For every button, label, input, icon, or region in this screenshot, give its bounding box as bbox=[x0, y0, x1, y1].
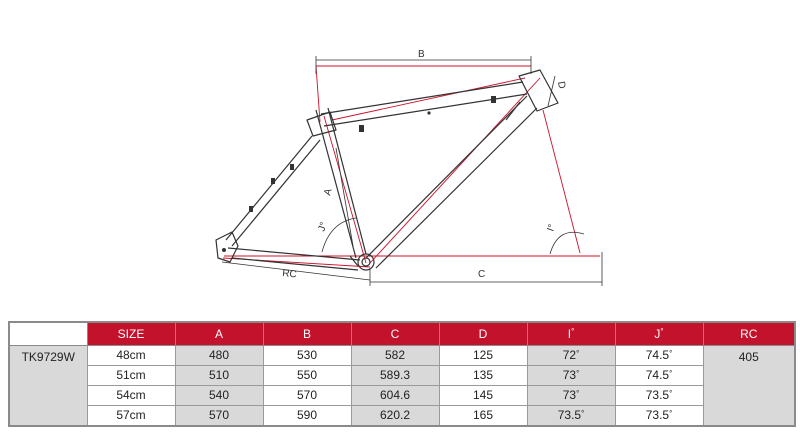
cell-size: 48cm bbox=[86, 345, 176, 366]
bike-frame bbox=[215, 69, 559, 271]
model-cell: TK9729W bbox=[8, 345, 88, 427]
cell-i: 73° bbox=[526, 365, 616, 386]
label-a: A bbox=[322, 187, 334, 197]
cell-d: 145 bbox=[438, 385, 528, 406]
label-i: I° bbox=[545, 223, 558, 233]
header-b: B bbox=[262, 321, 352, 346]
cell-i: 73° bbox=[526, 385, 616, 406]
label-d: D bbox=[555, 81, 567, 90]
label-j: J° bbox=[316, 221, 329, 233]
cell-d: 165 bbox=[438, 405, 528, 427]
cell-a: 510 bbox=[174, 365, 264, 386]
cell-j: 73.5° bbox=[614, 385, 704, 406]
cell-d: 125 bbox=[438, 345, 528, 366]
cell-b: 590 bbox=[262, 405, 352, 427]
table-row: TK9729W 48cm 480 530 582 125 72° 74.5° 4… bbox=[8, 345, 796, 427]
cell-size: 54cm bbox=[86, 385, 176, 406]
label-c: C bbox=[478, 269, 485, 280]
table-row: 57cm 570 590 620.2 165 73.5° 73.5° bbox=[9, 405, 795, 427]
cell-j: 74.5° bbox=[614, 345, 704, 366]
cell-i: 73.5° bbox=[526, 405, 616, 427]
header-rc: RC bbox=[702, 321, 796, 346]
geometry-table: SIZE A B C D I° J° RC TK9729W 48cm 480 5… bbox=[8, 321, 796, 427]
cell-b: 570 bbox=[262, 385, 352, 406]
dimension-guides bbox=[221, 56, 603, 286]
cell-j: 73.5° bbox=[614, 405, 704, 427]
header-j: J° bbox=[614, 321, 704, 346]
header-c: C bbox=[350, 321, 440, 346]
cell-j: 74.5° bbox=[614, 365, 704, 386]
frame-geometry-diagram: B D A C RC J° I° bbox=[215, 49, 603, 286]
table-row: 51cm 510 550 589.3 135 73° 74.5° bbox=[9, 365, 795, 386]
header-a: A bbox=[174, 321, 264, 346]
cell-c: 604.6 bbox=[350, 385, 440, 406]
dimension-lines bbox=[222, 65, 600, 268]
header-i: I° bbox=[526, 321, 616, 346]
frame-details bbox=[222, 96, 496, 252]
cell-a: 570 bbox=[174, 405, 264, 427]
cell-i: 72° bbox=[526, 345, 616, 366]
cell-b: 530 bbox=[262, 345, 352, 366]
label-rc: RC bbox=[282, 268, 298, 280]
cell-b: 550 bbox=[262, 365, 352, 386]
cell-c: 589.3 bbox=[350, 365, 440, 386]
cell-size: 51cm bbox=[86, 365, 176, 386]
header-model bbox=[8, 321, 88, 346]
cell-size: 57cm bbox=[86, 405, 176, 427]
cell-rc: 405 bbox=[702, 345, 796, 427]
cell-c: 620.2 bbox=[350, 405, 440, 427]
header-size: SIZE bbox=[86, 321, 176, 346]
cell-c: 582 bbox=[350, 345, 440, 366]
cell-a: 480 bbox=[174, 345, 264, 366]
cell-d: 135 bbox=[438, 365, 528, 386]
table-row: 54cm 540 570 604.6 145 73° 73.5° bbox=[9, 385, 795, 406]
table-header-row: SIZE A B C D I° J° RC bbox=[8, 321, 796, 346]
header-d: D bbox=[438, 321, 528, 346]
label-b: B bbox=[418, 49, 425, 60]
cell-a: 540 bbox=[174, 385, 264, 406]
